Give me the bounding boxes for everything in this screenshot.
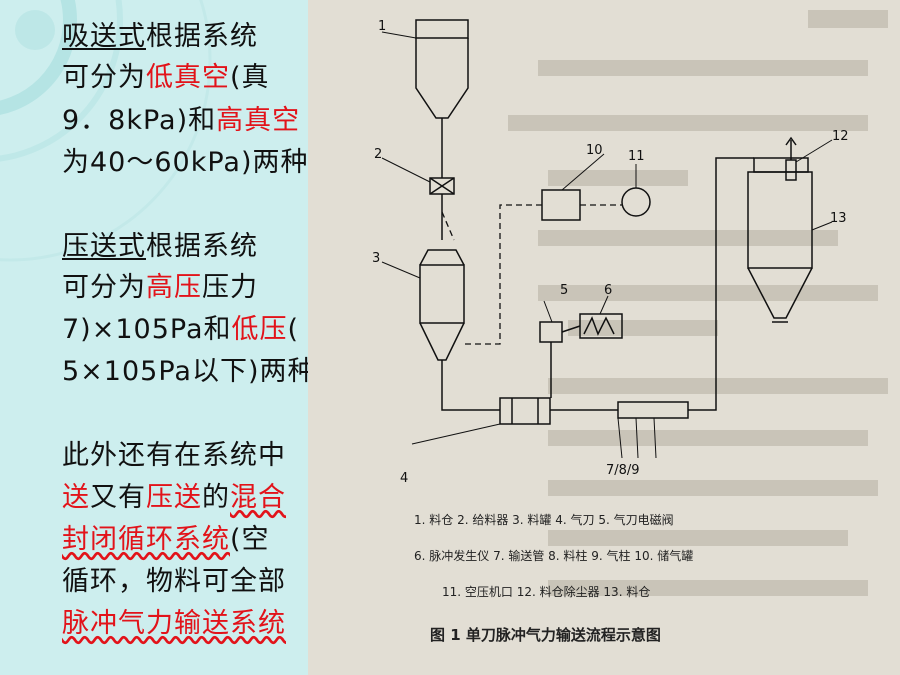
text: 9．8kPa)和 <box>62 105 217 136</box>
term-mixed: 混合 <box>230 482 286 513</box>
hopper-funnel <box>415 38 469 119</box>
para2-line1: 压送式根据系统 <box>62 224 258 263</box>
term-high-vacuum: 高真空 <box>216 105 301 136</box>
equipment-lines <box>415 19 813 425</box>
text: 可分为 <box>62 272 146 303</box>
solenoid-valve-5 <box>539 321 563 343</box>
label-2: 2 <box>374 147 382 162</box>
para1-line3: 9．8kPa)和高真空 <box>62 98 300 137</box>
text: (空 <box>230 524 270 555</box>
term-send: 送 <box>62 482 90 513</box>
text: 根据系统 <box>146 21 258 52</box>
tank-outlet-pipe <box>441 360 500 411</box>
para3-line1: 此外还有在系统中 <box>62 440 286 471</box>
text: 根据系统 <box>146 231 258 262</box>
text: 又有 <box>90 482 146 513</box>
text: 可分为 <box>62 62 146 93</box>
air-knife-4 <box>499 397 551 425</box>
gas-tank-10 <box>541 189 581 221</box>
tank-top <box>419 249 465 266</box>
component-labels: 1 2 3 4 5 6 7/8/9 10 11 12 13 <box>372 19 849 486</box>
label-789: 7/8/9 <box>606 463 640 478</box>
para2-line3: 7)×105Pa和低压( <box>62 307 299 346</box>
term-low-vacuum: 低真空 <box>146 62 230 93</box>
term-closed-loop: 封闭循环系统 <box>62 524 230 555</box>
bleed-through-text <box>508 10 888 596</box>
para3-line2: 送又有压送的混合 <box>62 475 286 514</box>
bin-13-cone <box>747 267 813 319</box>
compressor-11 <box>621 187 651 217</box>
para3-line4: 循环，物料可全部 <box>62 566 286 597</box>
label-5: 5 <box>560 283 568 298</box>
para3-line5: 脉冲气力输送系统 <box>62 601 286 640</box>
text: ( <box>287 314 300 345</box>
scanned-diagram: 1 2 3 4 5 6 7/8/9 10 11 12 13 1. 料仓 2. 给… <box>308 0 900 675</box>
label-11: 11 <box>628 149 645 164</box>
tank-body <box>419 264 465 324</box>
legend-line-3: 11. 空压机口 12. 料仓除尘器 13. 料仓 <box>442 584 650 599</box>
para2-line2: 可分为高压压力 <box>62 265 258 304</box>
hopper-top <box>415 19 469 39</box>
tank-cone <box>419 322 465 361</box>
left-text-panel: 吸送式根据系统 可分为低真空(真 9．8kPa)和高真空 为40～60kPa)两… <box>62 0 322 675</box>
label-10: 10 <box>586 143 603 158</box>
label-1: 1 <box>378 19 386 34</box>
bin-13-body <box>747 171 813 269</box>
label-3: 3 <box>372 251 380 266</box>
term-press-send: 压送 <box>146 482 202 513</box>
figure-caption: 图 1 单刀脉冲气力输送流程示意图 <box>430 626 661 644</box>
label-12: 12 <box>832 129 849 144</box>
leader-lines <box>381 31 833 459</box>
term-high-pressure: 高压 <box>146 272 202 303</box>
text: 压力 <box>202 272 258 303</box>
para1-line1: 吸送式根据系统 <box>62 14 258 53</box>
term-pulse-system: 脉冲气力输送系统 <box>62 608 286 639</box>
return-pipe <box>688 157 754 411</box>
label-4: 4 <box>400 471 408 486</box>
para1-line4: 为40～60kPa)两种 <box>62 147 309 178</box>
text: (真 <box>230 62 270 93</box>
term-low-pressure: 低压 <box>231 314 288 345</box>
legend: 1. 料仓 2. 给料器 3. 料罐 4. 气刀 5. 气刀电磁阀 6. 脉冲发… <box>414 512 693 644</box>
text: 的 <box>202 482 230 513</box>
legend-line-1: 1. 料仓 2. 给料器 3. 料罐 4. 气刀 5. 气刀电磁阀 <box>414 512 674 527</box>
term-suction: 吸送式 <box>62 21 146 52</box>
text: 7)×105Pa和 <box>62 314 232 345</box>
label-13: 13 <box>830 211 847 226</box>
dust-collector-12 <box>785 159 797 181</box>
label-6: 6 <box>604 283 612 298</box>
dashed-air-lines <box>441 204 622 345</box>
para2-line4: 5×105Pa以下)两种 <box>62 356 316 387</box>
para3-line3: 封闭循环系统(空 <box>62 517 270 556</box>
term-pressure: 压送式 <box>62 231 146 262</box>
flow-diagram: 1 2 3 4 5 6 7/8/9 10 11 12 13 1. 料仓 2. 给… <box>372 10 888 644</box>
legend-line-2: 6. 脉冲发生仪 7. 输送管 8. 料柱 9. 气柱 10. 储气罐 <box>414 548 693 563</box>
transport-pipe <box>617 401 689 419</box>
para1-line2: 可分为低真空(真 <box>62 55 270 94</box>
